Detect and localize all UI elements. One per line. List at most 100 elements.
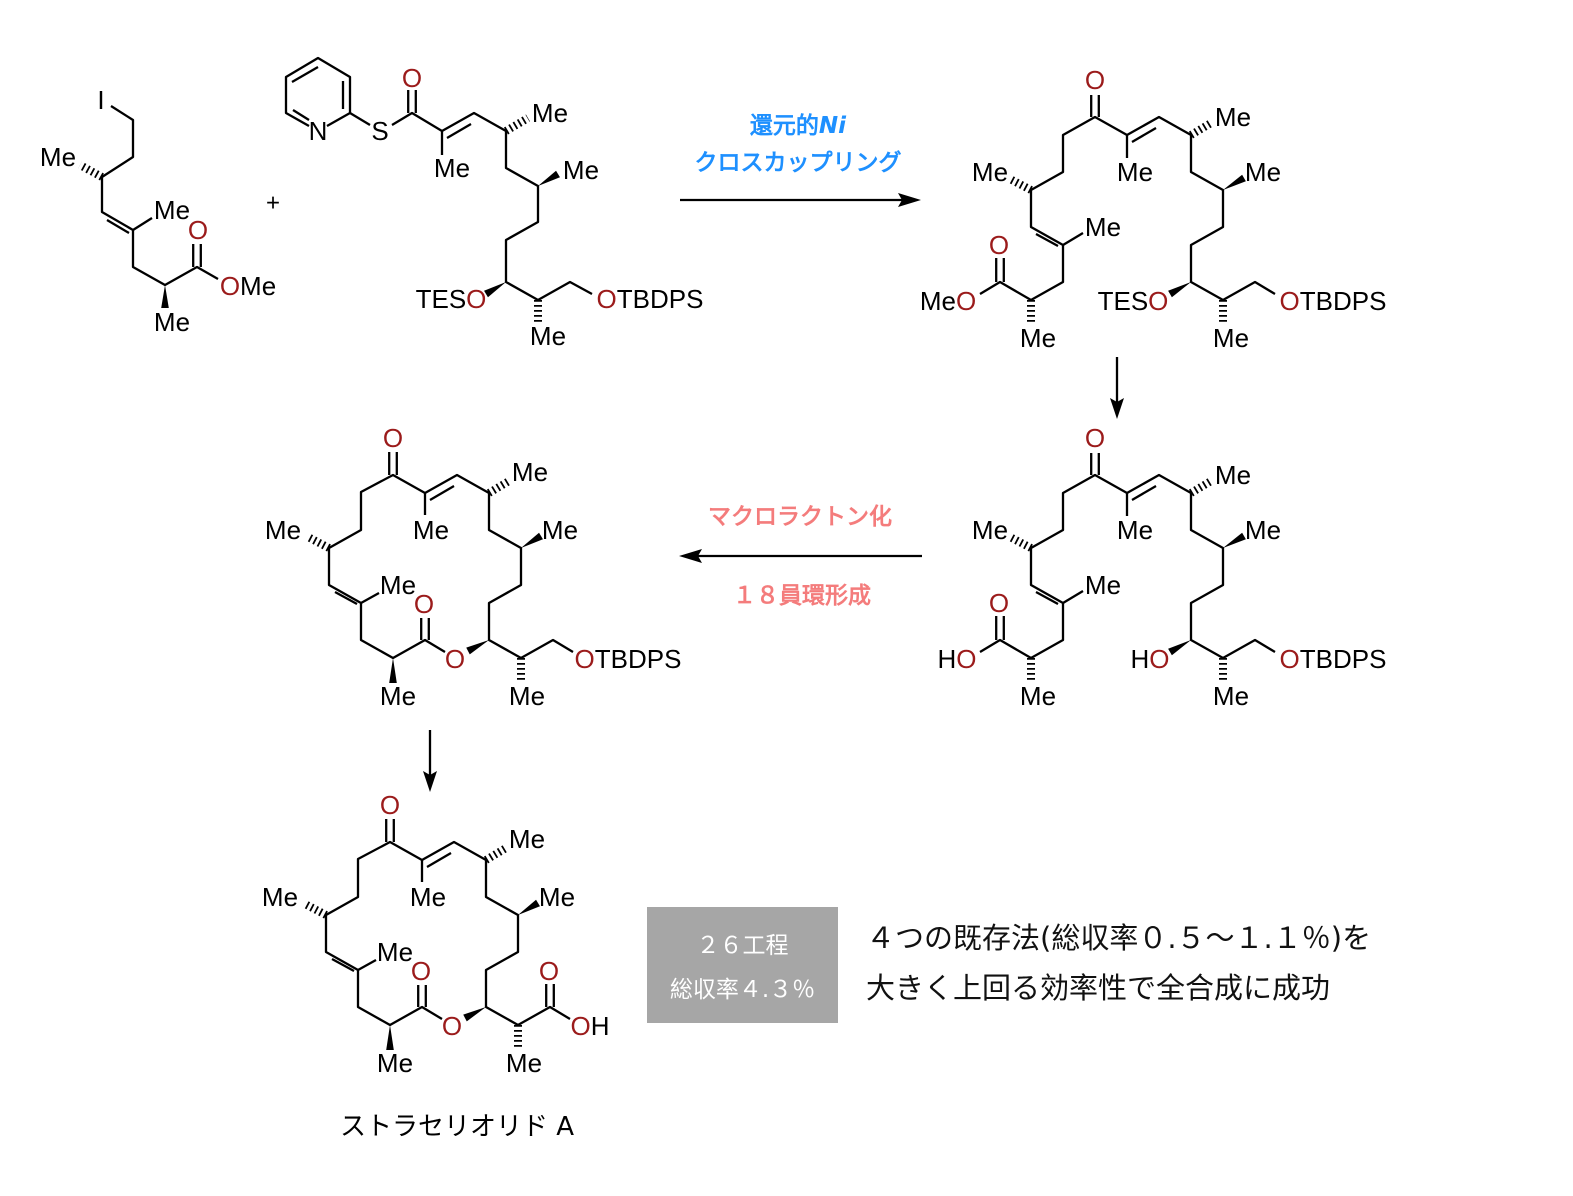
atom-label: Me (410, 882, 446, 912)
hashed-wedge-bond (483, 844, 509, 864)
atom-label: Me (1213, 681, 1249, 711)
atom-label: O (1085, 423, 1105, 453)
product-name: ストラセリオリド A (340, 1112, 574, 1142)
bond-chain (327, 473, 574, 660)
plus-sign: + (266, 190, 280, 217)
atom-label: Me (154, 307, 190, 337)
atom-label: Me (1213, 323, 1249, 353)
atom-label: Me (1085, 212, 1121, 242)
atom-label: O (402, 63, 422, 93)
atom-label: Me (972, 515, 1008, 545)
step3-condition-line2: １８員環形成 (733, 583, 871, 609)
bond (1062, 232, 1084, 246)
summary-box: ２６工程 総収率４.３％ (647, 907, 838, 1023)
bond-chain (349, 112, 371, 126)
atom-label: Me (265, 515, 301, 545)
atom-label: Me (1020, 323, 1056, 353)
bond (1035, 232, 1059, 248)
bold-wedge-bond (389, 658, 397, 683)
atom-label: HO (937, 644, 976, 674)
atom-label: O (383, 423, 403, 453)
atom-label: O (411, 956, 431, 986)
bond (446, 123, 472, 139)
atom-label: Me (377, 1048, 413, 1078)
bond (291, 66, 319, 83)
atom-label: Me (542, 515, 578, 545)
bond (292, 109, 310, 121)
atom-label: O (445, 644, 465, 674)
hashed-wedge-bond (1008, 533, 1033, 552)
atom-label: O (539, 956, 559, 986)
bond (429, 485, 455, 501)
bold-wedge-bond (538, 170, 560, 186)
hashed-wedge-bond (1008, 175, 1033, 194)
hashed-wedge-bond (486, 477, 512, 497)
bold-wedge-bond (1168, 282, 1191, 298)
atom-label: O (380, 790, 400, 820)
step1-condition-line1: 還元的Ni (750, 112, 847, 139)
atom-label: Me (1245, 157, 1281, 187)
bond (331, 957, 355, 973)
atom-label: Me (1117, 515, 1153, 545)
atom-label: Me (154, 195, 190, 225)
atom-label: OH (570, 1011, 609, 1041)
hashed-wedge-bond (303, 900, 328, 919)
atom-label: OTBDPS (1280, 644, 1387, 674)
atom-label: Me (563, 155, 599, 185)
bold-wedge-bond (466, 640, 489, 655)
bold-wedge-bond (1223, 532, 1246, 548)
description-line1: ４つの既存法(総収率０.５〜１.１％)を (866, 921, 1372, 955)
bond (132, 217, 153, 231)
atom-label: O (989, 230, 1009, 260)
bond (1035, 590, 1059, 606)
bond (1131, 485, 1157, 501)
atom-label: Me (512, 457, 548, 487)
hashed-wedge-bond (1188, 477, 1214, 497)
atom-label: N (309, 116, 328, 146)
atom-label: Me (509, 824, 545, 854)
atom-label: Me (972, 157, 1008, 187)
atom-label: TESO (1098, 286, 1169, 316)
bold-wedge-bond (1168, 640, 1191, 656)
step1-condition-line2: クロスカップリング (695, 149, 902, 176)
atom-label: S (371, 116, 388, 146)
atom-label: OTBDPS (597, 284, 704, 314)
bold-wedge-bond (521, 532, 543, 548)
atom-label: Me (1245, 515, 1281, 545)
atom-label: Me (40, 142, 76, 172)
atom-label: O (188, 215, 208, 245)
bond (357, 958, 377, 972)
atom-label: Me (1117, 157, 1153, 187)
atom-label: Me (530, 321, 566, 351)
atom-label: Me (532, 98, 568, 128)
atom-label: Me (380, 570, 416, 600)
atom-label: O (414, 589, 434, 619)
bold-wedge-bond (463, 1007, 486, 1022)
bold-wedge-bond (484, 282, 506, 298)
atom-label: Me (413, 515, 449, 545)
reaction-arrow-step2 (1110, 357, 1124, 419)
bond (426, 852, 452, 868)
bond (1062, 590, 1084, 604)
hashed-wedge-bond (78, 161, 104, 181)
atom-label: O (442, 1011, 462, 1041)
bold-wedge-bond (386, 1025, 394, 1050)
atom-label: Me (1215, 460, 1251, 490)
atom-label: Me (380, 681, 416, 711)
reaction-arrow-step1 (680, 193, 921, 207)
bond-chain (391, 111, 593, 302)
atom-label: OTBDPS (1280, 286, 1387, 316)
reaction-arrow-step3 (679, 549, 922, 563)
atom-label: Me (509, 681, 545, 711)
bold-wedge-bond (161, 285, 169, 308)
structure-2-bonds (284, 56, 593, 323)
atom-label: Me (1085, 570, 1121, 600)
atom-label: OMe (220, 271, 276, 301)
